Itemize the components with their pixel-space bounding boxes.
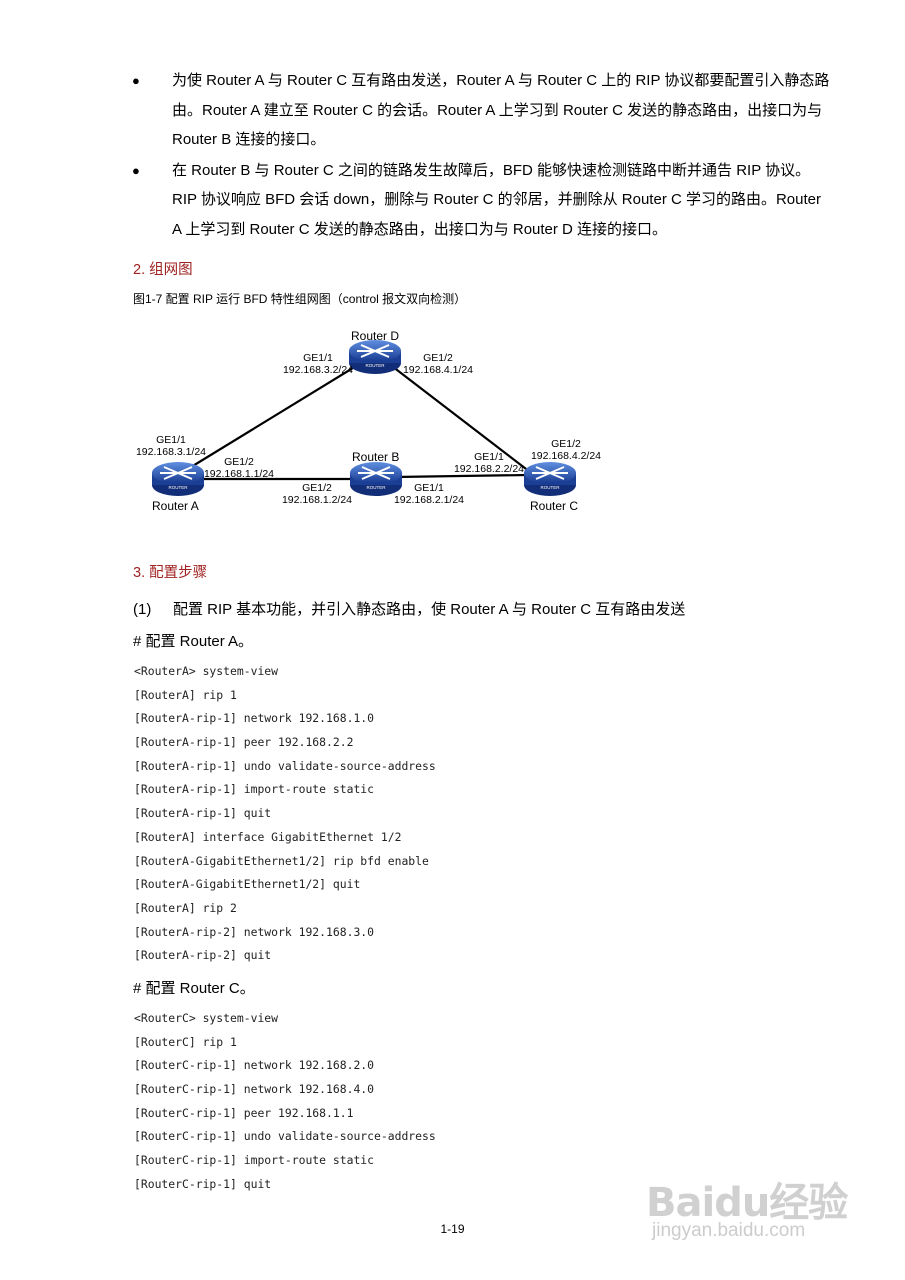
code-line: [RouterC-rip-1] peer 192.168.1.1 (134, 1105, 354, 1120)
bullet-list: ● 为使 Router A 与 Router C 互有路由发送，Router A… (130, 66, 830, 244)
code-line: [RouterC] rip 1 (134, 1034, 237, 1049)
interface-name: GE1/1 (474, 451, 504, 463)
interface-name: GE1/1 (414, 482, 444, 494)
interface-ip: 192.168.4.2/24 (530, 450, 602, 462)
router-d-right-interface-label: GE1/2 192.168.4.1/24 (398, 352, 478, 376)
router-b-left-interface-label: GE1/2 192.168.1.2/24 (280, 482, 354, 506)
code-line: [RouterA] interface GigabitEthernet 1/2 (134, 829, 402, 844)
interface-ip: 192.168.4.1/24 (402, 364, 474, 376)
code-line: [RouterC-rip-1] network 192.168.4.0 (134, 1082, 375, 1097)
router-a-right-interface-label: GE1/2 192.168.1.1/24 (202, 456, 276, 480)
router-icon-text: ROUTER (366, 363, 386, 368)
router-a-label: Router A (152, 499, 199, 513)
network-diagram: ROUTER ROUTER ROUTER ROUTE (130, 322, 630, 522)
code-block-router-a: <RouterA> system-view [RouterA] rip 1 [Rou… (134, 660, 734, 968)
code-line: [RouterA-rip-1] quit (134, 806, 272, 821)
bullet-dot-icon: ● (132, 73, 140, 88)
bullet-dot-icon: ● (132, 162, 140, 178)
bullet-item: ● 在 Router B 与 Router C 之间的链路发生故障后，BFD 能… (130, 156, 830, 245)
link-a-d (177, 359, 367, 476)
router-a-top-interface-label: GE1/1 192.168.3.1/24 (134, 434, 208, 458)
router-d-label: Router D (351, 329, 400, 343)
step-text: 配置 RIP 基本功能，并引入静态路由，使 Router A 与 Router … (173, 601, 686, 618)
interface-name: GE1/1 (303, 352, 333, 364)
router-d-left-interface-label: GE1/1 192.168.3.2/24 (278, 352, 358, 376)
interface-name: GE1/2 (302, 482, 332, 494)
bullet-text: 为使 Router A 与 Router C 互有路由发送，Router A 与… (172, 72, 830, 148)
interface-ip: 192.168.1.1/24 (203, 468, 275, 480)
code-line: [RouterC-rip-1] undo validate-source-add… (134, 1129, 436, 1144)
link-b-c (394, 473, 529, 479)
router-c-top-interface-label: GE1/2 192.168.4.2/24 (529, 438, 603, 462)
router-a-icon: ROUTER (152, 462, 204, 496)
code-line: <RouterC> system-view (134, 1011, 279, 1025)
router-icon-text: ROUTER (541, 485, 561, 490)
step-1: (1) 配置 RIP 基本功能，并引入静态路由，使 Router A 与 Rout… (133, 598, 685, 619)
code-line: [RouterA-rip-2] network 192.168.3.0 (134, 924, 375, 939)
watermark-url: jingyan.baidu.com (652, 1220, 806, 1241)
code-line: [RouterA-GigabitEthernet1/2] rip bfd ena… (134, 853, 429, 868)
interface-name: GE1/2 (224, 456, 254, 468)
router-b-icon: ROUTER (350, 462, 402, 496)
code-line: [RouterA-GigabitEthernet1/2] quit (134, 877, 361, 892)
code-line: [RouterA] rip 1 (134, 687, 237, 702)
interface-ip: 192.168.3.1/24 (135, 446, 207, 458)
bullet-item: ● 为使 Router A 与 Router C 互有路由发送，Router A… (130, 66, 830, 155)
code-line: [RouterA-rip-2] quit (134, 948, 272, 963)
router-c-left-interface-label: GE1/1 192.168.2.2/24 (452, 451, 526, 475)
links (177, 359, 531, 481)
code-line: [RouterA-rip-1] import-route static (134, 782, 375, 797)
router-c-label: Router C (530, 499, 579, 513)
figure-caption: 图1-7 配置 RIP 运行 BFD 特性组网图（control 报文双向检测） (133, 292, 467, 306)
interface-name: GE1/1 (156, 434, 186, 446)
code-line: [RouterA-rip-1] network 192.168.1.0 (134, 711, 375, 726)
interface-ip: 192.168.2.2/24 (453, 463, 525, 475)
section-heading-config-steps: 3. 配置步骤 (133, 565, 208, 581)
bullet-text: 在 Router B 与 Router C 之间的链路发生故障后，BFD 能够快… (172, 161, 822, 238)
code-line: [RouterA-rip-1] peer 192.168.2.2 (134, 735, 354, 750)
link-d-c (383, 359, 531, 473)
watermark-brand: Baidu经验 (646, 1180, 848, 1226)
interface-ip: 192.168.2.1/24 (393, 494, 465, 506)
router-c-icon: ROUTER (524, 462, 576, 496)
baidu-watermark-logo: Baidu经验 jingyan.baidu.com (642, 1140, 862, 1250)
section-heading-topology: 2. 组网图 (133, 262, 193, 278)
router-b-right-interface-label: GE1/1 192.168.2.1/24 (392, 482, 466, 506)
diagram-canvas: ROUTER ROUTER ROUTER ROUTE (152, 340, 576, 496)
config-router-a-label: # 配置 Router A。 (133, 633, 254, 650)
page-number: 1-19 (440, 1222, 465, 1236)
router-b-label: Router B (352, 450, 400, 464)
interface-ip: 192.168.3.2/24 (282, 364, 354, 376)
interface-name: GE1/2 (551, 438, 581, 450)
config-router-c-label: # 配置 Router C。 (133, 980, 255, 997)
router-d-icon: ROUTER (349, 340, 401, 374)
interface-ip: 192.168.1.2/24 (281, 494, 353, 506)
step-number: (1) (133, 601, 152, 618)
code-line: [RouterC-rip-1] import-route static (134, 1153, 375, 1168)
code-line: [RouterC-rip-1] network 192.168.2.0 (134, 1058, 375, 1073)
interface-name: GE1/2 (423, 352, 453, 364)
router-icon-text: ROUTER (169, 485, 189, 490)
code-line: [RouterC-rip-1] quit (134, 1176, 272, 1191)
code-line: <RouterA> system-view (134, 664, 279, 678)
code-block-router-c: <RouterC> system-view [RouterC] rip 1 [Rou… (134, 1007, 734, 1197)
code-line: [RouterA-rip-1] undo validate-source-add… (134, 758, 436, 773)
router-icon-text: ROUTER (367, 485, 387, 490)
code-line: [RouterA] rip 2 (134, 900, 237, 915)
